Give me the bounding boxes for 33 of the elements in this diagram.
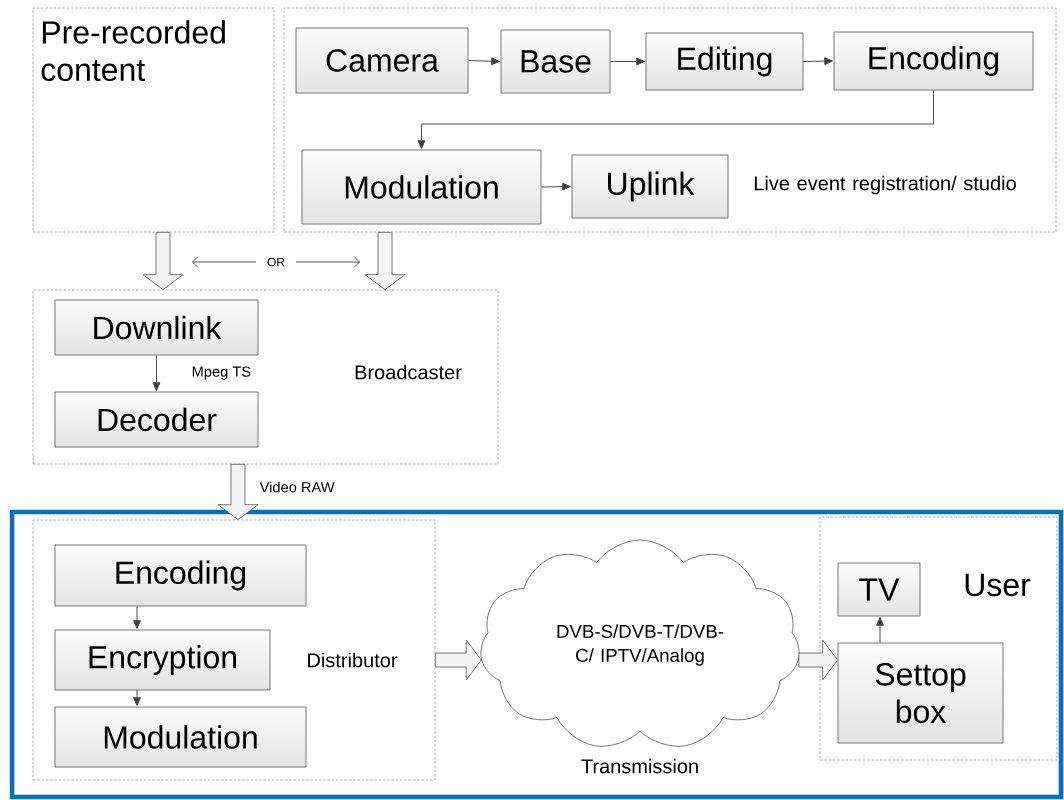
process-box: Downlink: [54, 299, 259, 356]
arrow: [467, 57, 500, 66]
arrow: [133, 605, 141, 629]
arrow: [417, 89, 934, 149]
edge-label: Mpeg TS: [192, 366, 251, 380]
process-box: Camera: [295, 27, 469, 94]
frame-box: [9, 509, 1064, 800]
block-arrow: [798, 639, 838, 681]
process-box: Editing: [645, 32, 804, 91]
process-box: Encoding: [54, 544, 307, 607]
process-box: Modulation: [301, 149, 542, 225]
block-arrow: [217, 463, 259, 521]
caption-text: Transmission: [581, 758, 698, 774]
process-box: Encoding: [833, 31, 1034, 91]
process-box: Base: [500, 29, 611, 94]
process-box: Decoder: [54, 391, 259, 448]
process-box: Modulation: [54, 706, 307, 768]
process-box: TV: [837, 562, 921, 617]
arrow: [802, 57, 833, 66]
group-box: Pre-recorded content: [32, 7, 275, 233]
block-arrow: [364, 231, 406, 291]
arrow: [133, 689, 141, 706]
process-box: Settop box: [837, 642, 1004, 744]
process-box: Uplink: [571, 154, 729, 219]
block-arrow: [142, 231, 184, 291]
arrow: [152, 354, 161, 391]
edge-label: Video RAW: [259, 481, 335, 493]
arrow: [876, 617, 884, 644]
arrow: [540, 182, 571, 191]
label-text: OR: [267, 257, 285, 267]
block-arrow: [434, 639, 482, 681]
arrow: [609, 57, 645, 66]
process-box: Encryption: [54, 629, 271, 691]
